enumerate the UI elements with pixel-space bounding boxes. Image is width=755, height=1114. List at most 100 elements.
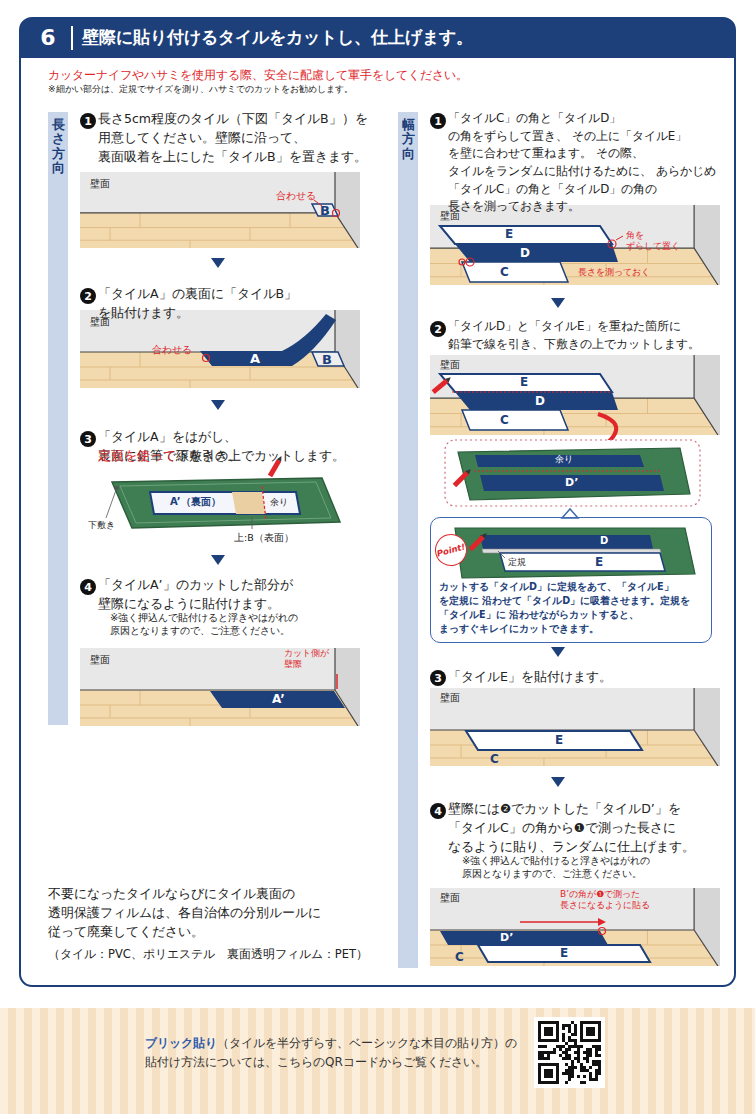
step-text: 「タイルA」の裏面に「タイルB」を貼付けます。: [98, 285, 370, 323]
qr-module: [562, 1057, 565, 1060]
qr-module: [595, 1051, 598, 1054]
qr-module: [586, 1027, 589, 1030]
cut-detail: [445, 440, 700, 506]
qr-module: [538, 1075, 541, 1078]
qr-module: [577, 1075, 580, 1078]
placement-note: B’の角が❶で測った 長さになるように貼る: [560, 889, 664, 912]
step-number-text: 1: [434, 116, 442, 127]
qr-module: [556, 1078, 559, 1081]
qr-module: [565, 1051, 568, 1054]
qr-module: [595, 1060, 598, 1063]
qr-module: [580, 1021, 583, 1024]
qr-module: [574, 1066, 577, 1069]
qr-module: [538, 1072, 541, 1075]
qr-module: [574, 1051, 577, 1054]
wall-label: 壁面: [90, 654, 110, 666]
step-text: 「タイルA’」のカットした部分が 壁際になるように貼付けます。: [98, 576, 370, 614]
tile-letter: E: [560, 946, 568, 961]
qr-module: [586, 1033, 589, 1036]
qr-module: [556, 1036, 559, 1039]
qr-module: [580, 1036, 583, 1039]
qr-module: [598, 1072, 601, 1075]
tile-letter: E: [505, 227, 513, 242]
qr-module: [550, 1027, 553, 1030]
qr-module: [562, 1072, 565, 1075]
direction-text: 幅方向: [402, 118, 415, 161]
qr-module: [580, 1027, 583, 1030]
step-number: 4: [80, 579, 96, 595]
qr-module: [538, 1033, 541, 1036]
qr-module: [589, 1072, 592, 1075]
qr-module: [538, 1027, 541, 1030]
qr-module: [547, 1030, 550, 1033]
wall-label: 壁面: [90, 178, 110, 190]
left-scene-4: [80, 648, 360, 726]
right-scene-1: [430, 205, 720, 285]
point-callout: カットする「タイルD」に定規をあて、「タイルE」を定規に 沿わせて「タイルD」に…: [430, 517, 712, 643]
qr-module: [541, 1054, 544, 1057]
qr-module: [598, 1063, 601, 1066]
qr-module: [571, 1066, 574, 1069]
qr-module: [589, 1078, 592, 1081]
tile-label: 上:B（表面）: [234, 532, 294, 544]
qr-module: [556, 1033, 559, 1036]
offcut-label: 余り: [270, 497, 288, 508]
qr-module: [583, 1051, 586, 1054]
qr-module: [598, 1036, 601, 1039]
qr-module: [562, 1036, 565, 1039]
qr-module: [574, 1057, 577, 1060]
point-stamp: Point!: [431, 530, 470, 569]
qr-module: [544, 1072, 547, 1075]
qr-module: [556, 1075, 559, 1078]
right-scene-3: [430, 688, 720, 766]
tile-letter: C: [490, 752, 499, 767]
qr-module: [556, 1081, 559, 1084]
qr-module: [577, 1048, 580, 1051]
tile-letter: C: [500, 413, 509, 428]
qr-module: [580, 1039, 583, 1042]
qr-module: [580, 1063, 583, 1066]
qr-module: [550, 1081, 553, 1084]
qr-module: [538, 1036, 541, 1039]
tile-letter: D: [600, 535, 608, 548]
qr-module: [577, 1054, 580, 1057]
caution-note: ※強く押込んで貼付けると浮きやはがれの 原因となりますので、ご注意ください。: [110, 612, 330, 637]
tile-letter: E: [595, 555, 603, 570]
tile-letter: D’: [500, 931, 513, 945]
qr-module: [541, 1051, 544, 1054]
tile-letter: D: [535, 394, 545, 409]
qr-module: [571, 1045, 574, 1048]
qr-module: [562, 1039, 565, 1042]
measure-note: 長さを測っておく: [578, 267, 650, 278]
qr-module: [586, 1030, 589, 1033]
qr-module: [562, 1024, 565, 1027]
qr-module: [589, 1033, 592, 1036]
qr-module: [565, 1069, 568, 1072]
align-note: 合わせる: [152, 344, 192, 356]
qr-module: [592, 1033, 595, 1036]
qr-module: [568, 1048, 571, 1051]
step-text: 壁際には❷でカットした「タイルD’」を 「タイルC」の角から❶で測った長さに な…: [448, 800, 735, 856]
step-text: 下敷きの上でカットします。: [176, 447, 345, 466]
step-number-text: 2: [84, 291, 92, 302]
qr-module: [538, 1063, 541, 1066]
step-number: 2: [80, 288, 96, 304]
qr-module: [571, 1075, 574, 1078]
qr-module: [589, 1021, 592, 1024]
qr-module: [565, 1072, 568, 1075]
qr-module: [544, 1069, 547, 1072]
qr-module: [586, 1057, 589, 1060]
qr-module: [547, 1069, 550, 1072]
wall-label: 壁面: [440, 892, 460, 904]
qr-module: [559, 1048, 562, 1051]
left-scene-1: [80, 172, 360, 248]
qr-module: [595, 1048, 598, 1051]
qr-module: [568, 1072, 571, 1075]
qr-module: [592, 1030, 595, 1033]
qr-module: [568, 1045, 571, 1048]
qr-module: [541, 1039, 544, 1042]
qr-module: [568, 1030, 571, 1033]
frame: [20, 18, 735, 986]
qr-module: [553, 1048, 556, 1051]
qr-module: [598, 1060, 601, 1063]
